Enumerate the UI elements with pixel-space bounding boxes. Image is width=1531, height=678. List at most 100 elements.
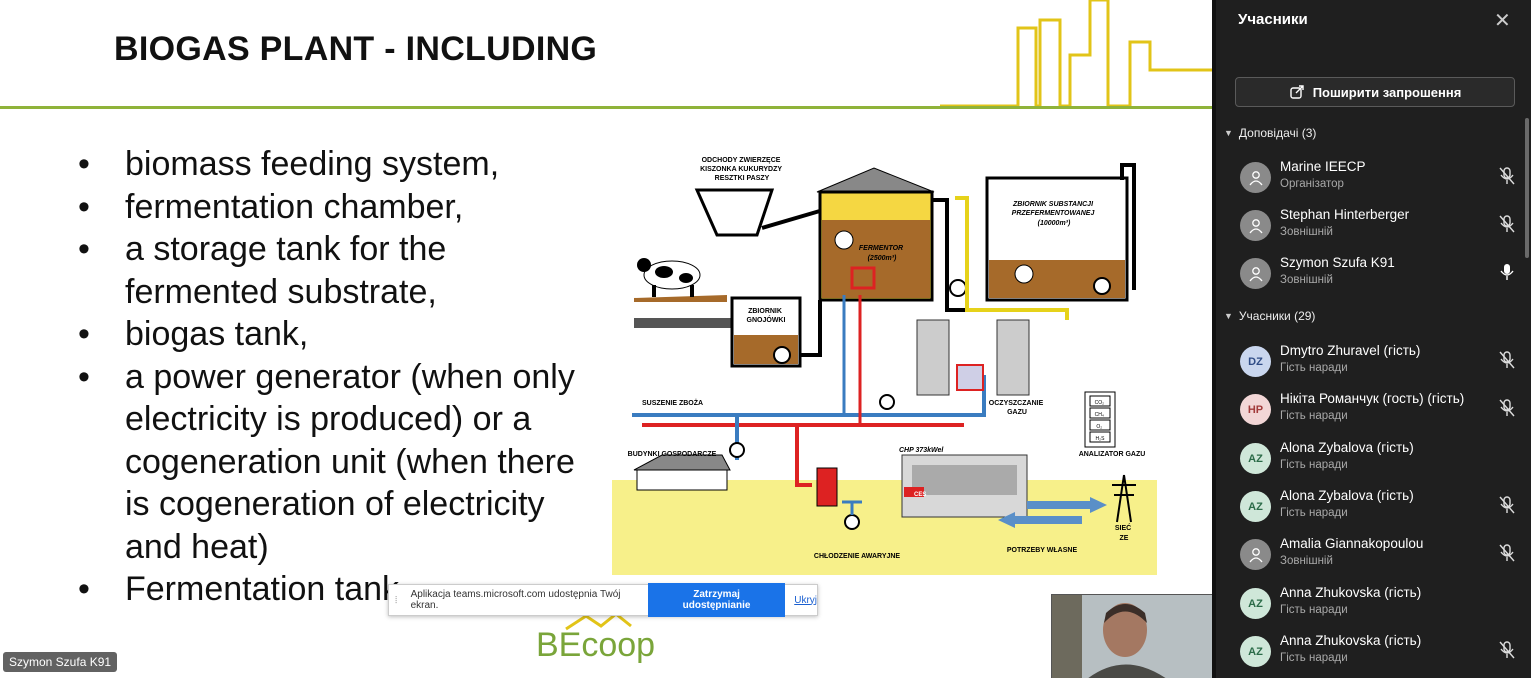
participant-role: Гість наради [1280, 652, 1348, 664]
fermentor-label-2: (2500m³) [868, 255, 897, 262]
biogas-plant-diagram: ODCHODY ZWIERZĘCE KISZONKA KUKURYDZY RES… [612, 157, 1157, 575]
participant-role: Зовнішній [1280, 274, 1333, 286]
bullet-item: a power generator (when only electricity… [78, 356, 595, 569]
svg-text:OCZYSZCZANIE GAZU: OCZYSZCZANIE GAZU [989, 400, 1045, 416]
slurry-label-2: GNOJÓWKI [747, 315, 786, 324]
participant-name: Stephan Hinterberger [1280, 207, 1410, 222]
avatar: HP [1240, 394, 1271, 425]
participant-role: Гість наради [1280, 459, 1348, 471]
person-icon [1248, 218, 1263, 233]
participant-role: Зовнішній [1280, 555, 1333, 567]
svg-text:ODCHODY ZWIERZĘCE KISZON: ODCHODY ZWIERZĘCE KISZONKA KUKURYDZY RES… [700, 157, 784, 182]
participant-row[interactable]: AZ Anna Zhukovska (гість) Гість наради [1236, 584, 1526, 628]
share-invite-button[interactable]: Поширити запрошення [1235, 77, 1515, 107]
participant-name: Alona Zybalova (гість) [1280, 488, 1414, 503]
participant-row[interactable]: AZ Alona Zybalova (гість) Гість наради [1236, 439, 1526, 483]
participant-row[interactable]: Amalia Giannakopoulou Зовнішній [1236, 535, 1526, 579]
storage-tank [949, 176, 1129, 302]
participant-name: Dmytro Zhuravel (гість) [1280, 343, 1421, 358]
avatar [1240, 258, 1271, 289]
participant-row[interactable]: AZ Anna Zhukovska (гість) Гість наради [1236, 632, 1526, 676]
slurry-label-1: ZBIORNIK [748, 308, 782, 315]
close-icon[interactable]: ✕ [1494, 10, 1511, 32]
participant-name: Anna Zhukovska (гість) [1280, 633, 1422, 648]
mic-muted-icon [1499, 351, 1515, 369]
skyline-decoration [940, 0, 1212, 108]
grid-label-2: ZE [1120, 535, 1129, 542]
drag-handle-icon[interactable]: ⦙ [395, 594, 398, 606]
share-invite-label: Поширити запрошення [1312, 84, 1462, 100]
cooling-label: CHŁODZENIE AWARYJNE [814, 553, 901, 560]
screen-share-notice: ⦙ Aplikacja teams.microsoft.com udostępn… [388, 583, 818, 617]
slurry-pit [634, 295, 802, 368]
self-video-preview[interactable] [1051, 594, 1212, 678]
participant-role: Гість наради [1280, 507, 1348, 519]
presenters-section-header[interactable]: ▼ Доповідачі (3) [1224, 126, 1316, 140]
grid-label-1: SIEĆ [1115, 523, 1131, 532]
buildings-label: BUDYNKI GOSPODARCZE [628, 451, 717, 458]
stop-sharing-button[interactable]: Zatrzymaj udostępnianie [647, 583, 786, 617]
storage-label-1: ZBIORNIK SUBSTANCJI [1012, 201, 1094, 208]
drying-label: SUSZENIE ZBOŻA [642, 399, 703, 407]
logo-text: BEcoop [536, 626, 655, 664]
storage-label-2: PRZEFERMENTOWANEJ [1012, 210, 1096, 217]
cow-icon [637, 258, 701, 297]
participant-row[interactable]: HP Нікіта Романчук (гость) (гість) Гість… [1236, 390, 1526, 434]
farm-buildings [633, 454, 731, 491]
cleaning-label-2: GAZU [1007, 409, 1027, 416]
participant-name: Marine IEECP [1280, 159, 1366, 174]
participant-row[interactable]: DZ Dmytro Zhuravel (гість) Гість наради [1236, 342, 1526, 386]
hide-link[interactable]: Ukryj [794, 594, 817, 606]
participant-role: Гість наради [1280, 410, 1348, 422]
svg-text:FERMENTOR (2500m³): FERMENTOR (2500m³) [859, 245, 905, 262]
avatar: AZ [1240, 636, 1271, 667]
participants-panel: Учасники ✕ Поширити запрошення ▼ Доповід… [1212, 0, 1531, 678]
bullet-list: biomass feeding system, fermentation cha… [78, 143, 595, 611]
waste-label-3: RESZTKI PASZY [715, 175, 770, 182]
title-divider [0, 106, 1212, 109]
feed-hopper [694, 188, 831, 237]
attendees-section-header[interactable]: ▼ Учасники (29) [1224, 309, 1315, 323]
presenter-name-tag: Szymon Szufa K91 [3, 652, 118, 672]
avatar: AZ [1240, 443, 1271, 474]
share-icon [1289, 85, 1304, 99]
avatar: AZ [1240, 491, 1271, 522]
participant-name: Anna Zhukovska (гість) [1280, 585, 1422, 600]
participant-role: Гість наради [1280, 604, 1348, 616]
becoop-logo: BEcoop [536, 612, 655, 664]
mic-muted-icon [1499, 215, 1515, 233]
gas-analyzer [1084, 391, 1116, 448]
share-message: Aplikacja teams.microsoft.com udostępnia… [410, 589, 621, 611]
gas-ch4: CH₄ [1095, 412, 1104, 418]
gas-o2: O₂ [1096, 424, 1102, 430]
presenters-header-label: Доповідачі (3) [1238, 126, 1317, 140]
participant-row[interactable]: AZ Alona Zybalova (гість) Гість наради [1236, 487, 1526, 531]
chevron-down-icon: ▼ [1224, 311, 1233, 321]
svg-text:ZBIORNIK GNOJÓWKI: ZBIORNIK GNOJÓWKI [747, 308, 786, 324]
waste-label-1: ODCHODY ZWIERZĘCE [702, 157, 781, 164]
gas-h2s: H₂S [1096, 436, 1106, 442]
mic-muted-icon [1499, 544, 1515, 562]
avatar: AZ [1240, 588, 1271, 619]
mic-muted-icon [1499, 167, 1515, 185]
shared-slide: BIOGAS PLANT - INCLUDING biomass feeding… [0, 0, 1212, 678]
panel-scrollbar[interactable] [1525, 118, 1529, 258]
mic-on-icon [1500, 264, 1514, 280]
participant-row[interactable]: Szymon Szufa K91 Зовнішній [1236, 254, 1526, 298]
own-needs-label: POTRZEBY WŁASNE [1007, 547, 1078, 554]
chp-label: CHP 373kWel [899, 447, 944, 454]
person-icon [1248, 266, 1263, 281]
participant-name: Нікіта Романчук (гость) (гість) [1280, 391, 1465, 406]
chp-unit [816, 454, 1028, 518]
chevron-down-icon: ▼ [1224, 128, 1233, 138]
fermentor-label-1: FERMENTOR [859, 245, 903, 252]
analyzer-label: ANALIZATOR GAZU [1079, 451, 1146, 458]
panel-title: Учасники [1238, 11, 1308, 28]
participant-row[interactable]: Marine IEECP Організатор [1236, 158, 1526, 202]
participant-name: Alona Zybalova (гість) [1280, 440, 1414, 455]
participant-name: Szymon Szufa K91 [1280, 255, 1395, 270]
participant-row[interactable]: Stephan Hinterberger Зовнішній [1236, 206, 1526, 250]
bullet-item: fermentation chamber, [78, 186, 595, 229]
person-video-icon [1052, 595, 1212, 678]
power-pylon-icon [1112, 474, 1136, 523]
